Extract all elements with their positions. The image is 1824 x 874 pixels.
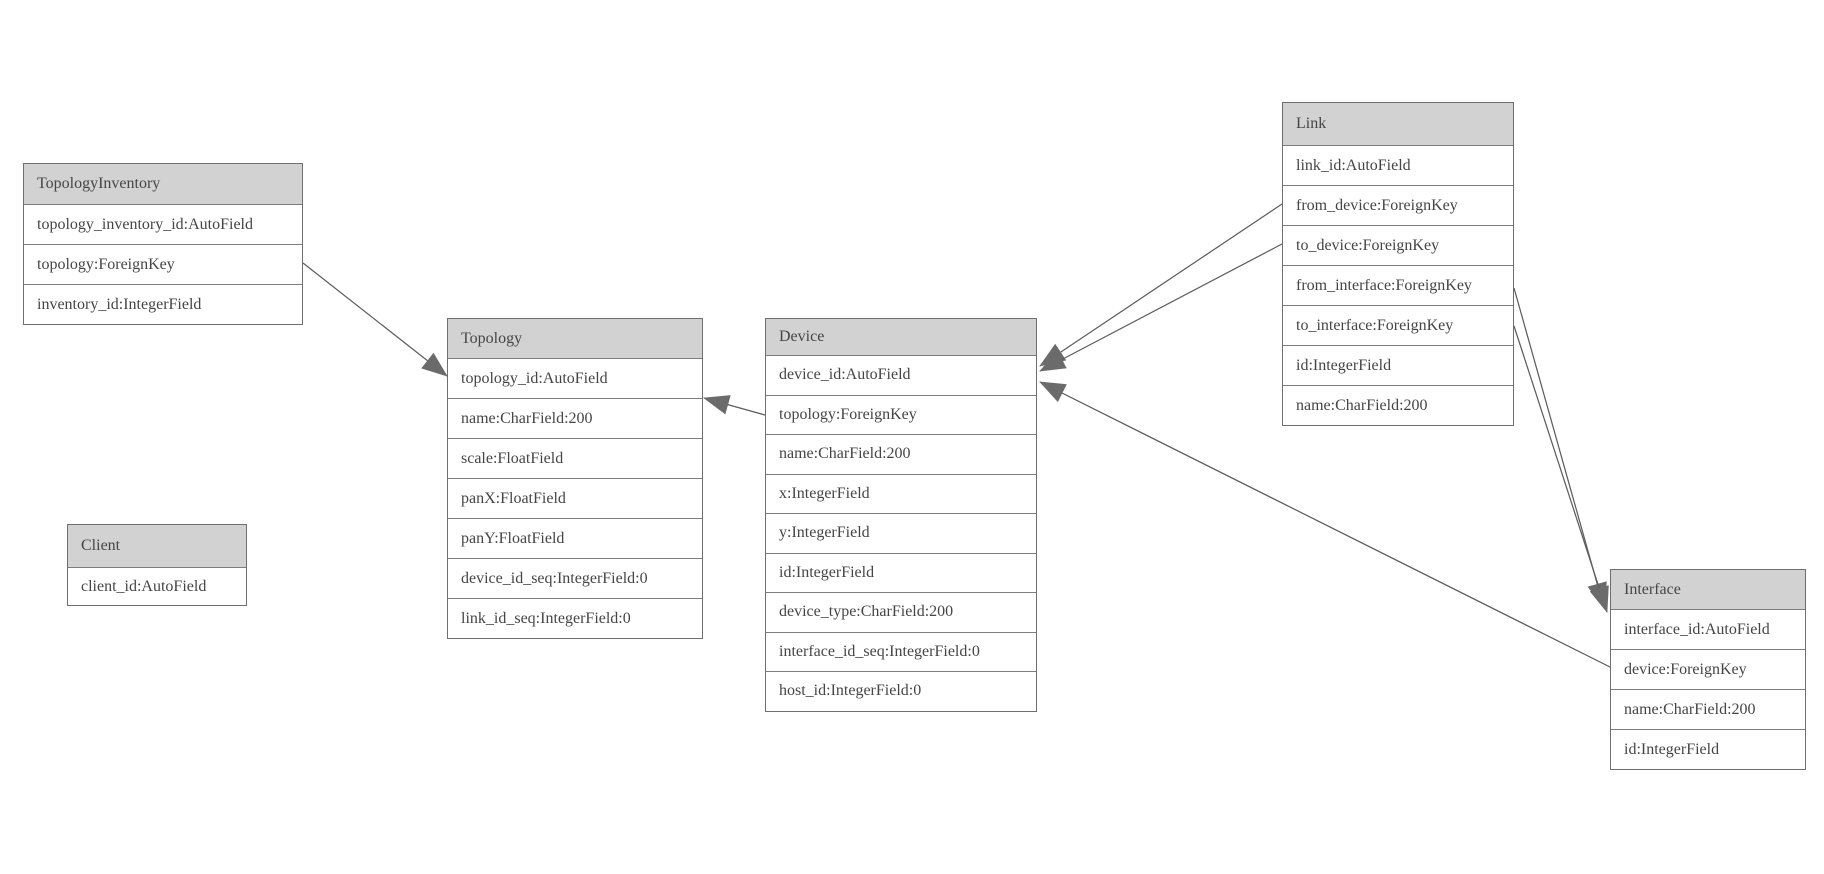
entity-field: topology_id:AutoField [448,358,702,398]
entity-field: device:ForeignKey [1611,649,1805,689]
entity-title: Link [1283,103,1513,145]
entity-field: host_id:IntegerField:0 [766,671,1036,711]
entity-field: x:IntegerField [766,473,1036,513]
entity-title: TopologyInventory [24,164,302,204]
entity-field: topology:ForeignKey [24,244,302,284]
entity-field: link_id_seq:IntegerField:0 [448,598,702,638]
entity-field: from_device:ForeignKey [1283,185,1513,225]
entity-field: name:CharField:200 [448,398,702,438]
entity-field: inventory_id:IntegerField [24,284,302,324]
entity-field: from_interface:ForeignKey [1283,265,1513,305]
entity-field: device_id:AutoField [766,355,1036,395]
entity-field: name:CharField:200 [1611,689,1805,729]
entity-field: to_interface:ForeignKey [1283,305,1513,345]
entity-field: id:IntegerField [766,552,1036,592]
entity-field: name:CharField:200 [1283,385,1513,425]
entity-field: to_device:ForeignKey [1283,225,1513,265]
entity-field: topology_inventory_id:AutoField [24,204,302,244]
entity-title: Topology [448,319,702,358]
entity-field: panX:FloatField [448,478,702,518]
entity-field: scale:FloatField [448,438,702,478]
entity-field: id:IntegerField [1611,729,1805,769]
entity-field: y:IntegerField [766,513,1036,553]
entity-field: device_type:CharField:200 [766,592,1036,632]
entity-field: device_id_seq:IntegerField:0 [448,558,702,598]
entity-field: interface_id:AutoField [1611,609,1805,649]
entity-field: client_id:AutoField [68,567,246,605]
entity-field: id:IntegerField [1283,345,1513,385]
entity-field: interface_id_seq:IntegerField:0 [766,631,1036,671]
entity-field: link_id:AutoField [1283,145,1513,185]
entity-field: panY:FloatField [448,518,702,558]
entity-title: Device [766,319,1036,355]
entity-title: Interface [1611,570,1805,609]
entity-field: name:CharField:200 [766,434,1036,474]
entity-field: topology:ForeignKey [766,394,1036,434]
entity-title: Client [68,525,246,567]
